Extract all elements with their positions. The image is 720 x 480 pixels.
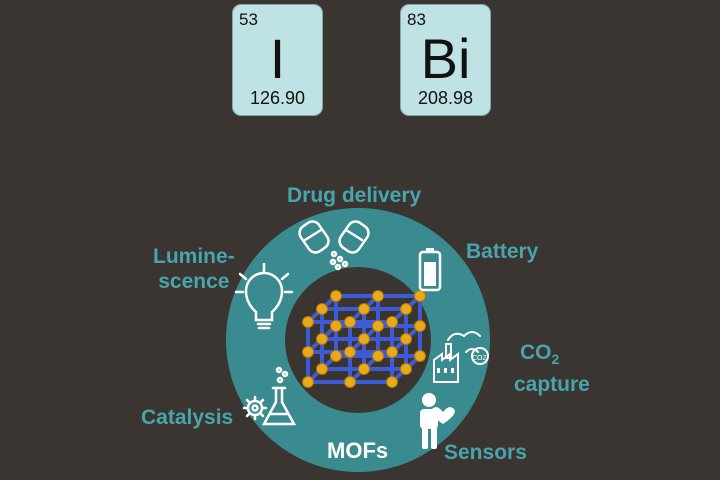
label-co2-text: CO (520, 341, 552, 364)
label-co2-line2: capture (514, 373, 590, 397)
element-symbol: I (269, 27, 286, 90)
label-drug-delivery: Drug delivery (287, 184, 422, 207)
lattice-atom (330, 320, 342, 332)
lattice-atom (316, 363, 328, 375)
lattice-atom (302, 316, 314, 328)
lattice-atom (330, 290, 342, 302)
label-sensors: Sensors (444, 441, 527, 464)
label-co2-subscript: 2 (551, 351, 560, 368)
atomic-number: 83 (407, 10, 426, 29)
atomic-mass: 208.98 (417, 88, 474, 108)
lattice-atom (330, 350, 342, 362)
factory-co2-icon: CO2 (433, 331, 489, 383)
lattice-atom (372, 350, 384, 362)
atomic-number: 53 (239, 10, 258, 29)
lattice-atom (400, 303, 412, 315)
lattice-atom (358, 363, 370, 375)
label-co2-capture: CO2 capture (514, 340, 590, 397)
label-luminescence: Lumine- scence (153, 244, 235, 294)
capsule-icon (298, 220, 370, 271)
lightbulb-icon (234, 262, 294, 330)
lattice-atom (316, 333, 328, 345)
lattice-atom (358, 303, 370, 315)
lattice-atom (414, 290, 426, 302)
lattice-atom (344, 316, 356, 328)
lattice-atom (414, 350, 426, 362)
element-tile-bismuth: 83 Bi 208.98 (400, 4, 491, 116)
label-luminescence-line2: scence (158, 270, 230, 293)
battery-icon (418, 248, 442, 292)
lattice-atom (400, 333, 412, 345)
lattice-atom (316, 303, 328, 315)
mof-lattice (302, 290, 426, 388)
lattice-atom (386, 376, 398, 388)
lattice-atom (358, 333, 370, 345)
lattice-atom (302, 376, 314, 388)
lattice-atom (302, 346, 314, 358)
element-symbol: Bi (420, 27, 471, 90)
lattice-atom (344, 376, 356, 388)
element-tile-iodine: 53 I 126.90 (232, 4, 323, 116)
label-battery: Battery (466, 240, 539, 263)
label-catalysis: Catalysis (141, 406, 234, 429)
atomic-mass: 126.90 (249, 88, 306, 108)
lattice-atom (386, 346, 398, 358)
label-luminescence-line1: Lumine- (153, 245, 235, 268)
label-co2-line1: CO2 (518, 340, 590, 372)
lattice-atom (344, 346, 356, 358)
flask-gear-icon (242, 366, 297, 426)
person-heart-icon (420, 393, 455, 449)
lattice-atom (386, 316, 398, 328)
co2-icon-text: CO2 (472, 355, 487, 362)
lattice-atom (372, 320, 384, 332)
lattice-atom (372, 290, 384, 302)
lattice-atom (400, 363, 412, 375)
lattice-atom (414, 320, 426, 332)
mofs-center-label: MOFs (327, 438, 389, 463)
